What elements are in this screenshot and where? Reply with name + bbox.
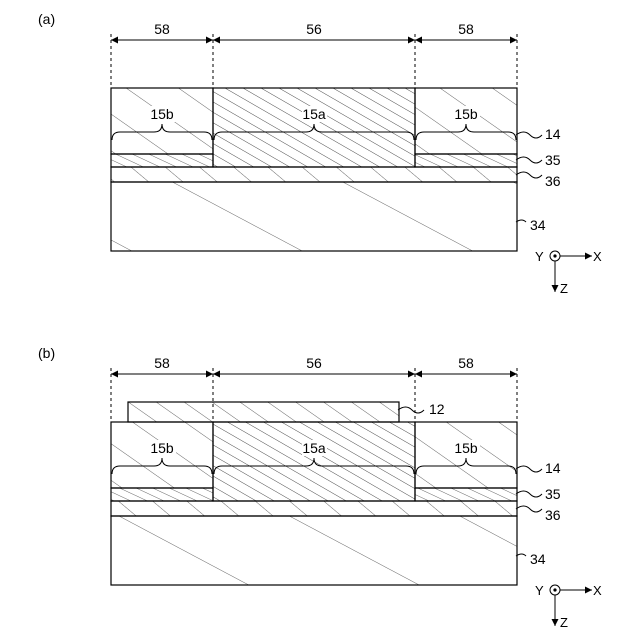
axis-y-dot-icon [553,254,556,257]
region-label-left: 58 [154,355,170,371]
axis-label-z: Z [560,615,568,630]
label-15b-right: 15b [454,106,478,122]
label-15a: 15a [302,106,326,122]
layer-35-left [111,154,213,167]
panel-a: (a) 58 56 58 15b 15a [38,11,602,296]
layer-label-14: 14 [545,460,561,476]
region-label-center: 56 [306,355,322,371]
panel-a-leaders [516,132,542,222]
panel-a-axes: Y X Z [535,249,602,296]
leader-14 [516,466,542,472]
panel-b-label: (b) [38,345,55,361]
label-15a: 15a [302,440,326,456]
panel-a-label: (a) [38,11,55,27]
layer-34 [111,182,517,251]
axis-label-y: Y [535,249,544,264]
layer-35-right [415,154,517,167]
region-label-center: 56 [306,21,322,37]
layer-label-14: 14 [545,126,561,142]
axis-label-y: Y [535,583,544,598]
layer-label-36: 36 [545,173,561,189]
axis-label-z: Z [560,281,568,296]
layer-35-right [415,488,517,501]
leader-35 [516,491,542,497]
panel-b-axes: Y X Z [535,583,602,630]
region-label-right: 58 [458,21,474,37]
region-label-left: 58 [154,21,170,37]
leader-12 [398,407,424,413]
layer-label-34: 34 [530,217,546,233]
region-label-right: 58 [458,355,474,371]
leader-36 [516,172,542,178]
panel-a-dimensions [111,34,517,88]
axis-label-x: X [593,249,602,264]
layer-label-36: 36 [545,507,561,523]
layer-36 [111,167,517,182]
axis-label-x: X [593,583,602,598]
label-15b-left: 15b [150,106,174,122]
layer-12 [128,402,399,422]
label-15b-right: 15b [454,440,478,456]
layer-label-12: 12 [429,401,445,417]
layer-label-35: 35 [545,486,561,502]
layer-label-35: 35 [545,152,561,168]
leader-35 [516,157,542,163]
leader-14 [516,132,542,138]
axis-y-dot-icon [553,588,556,591]
leader-36 [516,506,542,512]
panel-b: (b) 58 56 58 15b 15a 1 [38,345,602,630]
layer-34 [111,516,517,585]
layer-36 [111,501,517,516]
label-15b-left: 15b [150,440,174,456]
layer-label-34: 34 [530,551,546,567]
layer-35-left [111,488,213,501]
